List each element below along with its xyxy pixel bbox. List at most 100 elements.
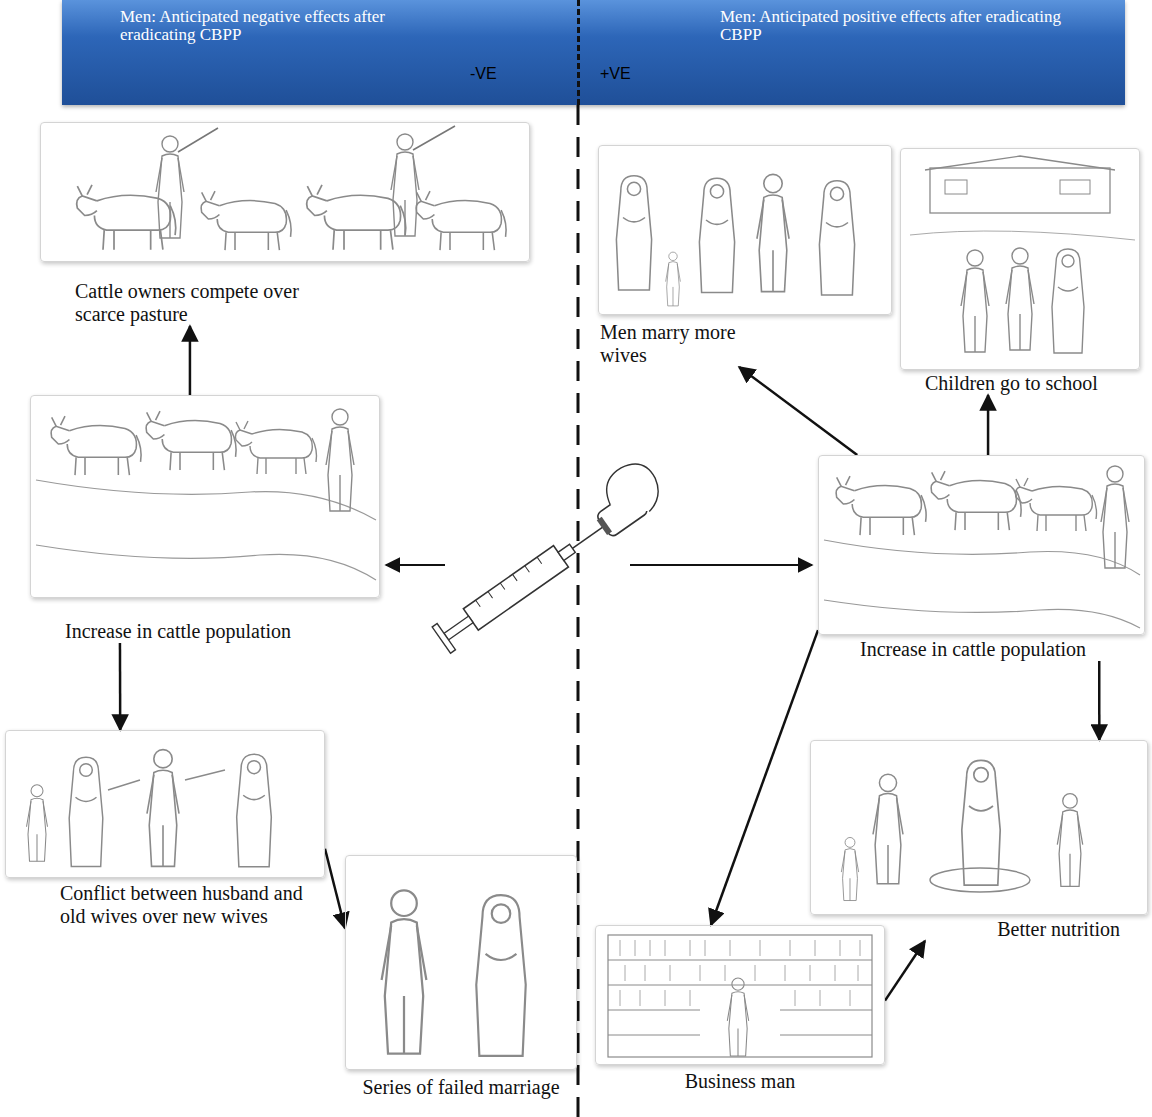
sketch-part: [558, 544, 575, 560]
sketch-part: [666, 252, 681, 306]
sketch-part: [307, 185, 406, 250]
sketch-part: [77, 185, 176, 250]
caption-text: Increase in cattle population: [65, 620, 295, 643]
flow-arrow: [1098, 661, 1101, 740]
sketch-part: [178, 126, 455, 152]
picture-node: Conflict between husband and old wives o…: [5, 730, 325, 928]
sketch-part: [201, 191, 291, 250]
sketch-part: [108, 770, 225, 790]
caption-text: Business man: [595, 1070, 885, 1093]
picture-frame: [598, 145, 892, 315]
sketch-part: [620, 940, 860, 1006]
sketch-part: [1006, 248, 1034, 350]
sketch-part: [146, 411, 236, 470]
school-sketch: [910, 156, 1135, 353]
sketch-part: [616, 176, 651, 290]
sketch-part: [699, 178, 734, 292]
couple-sketch: [382, 890, 526, 1055]
picture-node: Children go to school: [900, 148, 1140, 395]
flow-arrow: [189, 326, 192, 395]
sketch-part: [27, 785, 48, 862]
shop-sketch: [608, 935, 872, 1057]
cattle-sketch: [824, 466, 1140, 628]
sketch-part: [463, 546, 568, 630]
sketch-part: [608, 935, 872, 1057]
syringe-arrow: [630, 564, 812, 566]
picture-frame: [810, 740, 1148, 915]
picture-node: Men marry more wives: [598, 145, 892, 367]
caption-text: Children go to school: [925, 372, 1120, 395]
flow-arrow: [711, 630, 818, 925]
picture-node: Increase in cattle population: [30, 395, 380, 643]
sketch-part: [1052, 249, 1084, 353]
sketch-part: [432, 624, 455, 654]
picture-frame: [5, 730, 325, 878]
sketch-part: [1060, 180, 1090, 194]
band-heading: Men: Anticipated positive effects after …: [720, 8, 1090, 44]
sketch-part: [873, 774, 903, 883]
sketch-part: [444, 616, 473, 640]
caption-text: Cattle owners compete over scarce pastur…: [75, 280, 325, 326]
sketch-part: [945, 180, 967, 194]
sketch-part: [572, 525, 605, 548]
picture-frame: [900, 148, 1140, 370]
sketch-part: [69, 757, 103, 866]
sketch-part: [416, 191, 506, 250]
caption-text: Men marry more wives: [600, 321, 775, 367]
sketch-part: [1101, 466, 1129, 568]
band-heading: Men: Anticipated negative effects after …: [120, 8, 410, 44]
picture-node: Cattle owners compete over scarce pastur…: [40, 122, 530, 326]
caption-text: Conflict between husband and old wives o…: [60, 882, 325, 928]
caption-text: Series of failed marriage: [345, 1076, 577, 1099]
caption-text: Increase in cattle population: [860, 638, 1090, 661]
sketch-part: [931, 471, 1021, 530]
sketch-part: [51, 416, 141, 475]
flow-arrow: [325, 849, 345, 928]
sketch-part: [476, 895, 525, 1056]
side-sign: +VE: [600, 66, 631, 83]
divider-line: [577, 0, 580, 105]
sketch-part: [910, 231, 1135, 240]
sketch-part: [930, 168, 1110, 213]
sketch-part: [236, 421, 317, 474]
picture-node: Business man: [595, 925, 885, 1093]
sketch-part: [36, 480, 376, 520]
sketch-part: [1016, 478, 1097, 531]
sketch-part: [382, 890, 427, 1053]
sketch-part: [237, 754, 272, 867]
sketch-part: [925, 156, 1115, 170]
picture-frame: [818, 455, 1145, 635]
sketch-part: [597, 517, 612, 535]
flow-arrow: [739, 367, 857, 455]
picture-frame: [40, 122, 530, 262]
sketch-part: [930, 868, 1030, 892]
sketch-part: [608, 960, 872, 1035]
header-band: Men: Anticipated negative effects after …: [62, 0, 1125, 105]
syringe-symbol: [419, 455, 670, 653]
sketch-part: [819, 181, 854, 295]
picture-frame: [595, 925, 885, 1065]
caption-text: Better nutrition: [810, 918, 1148, 941]
conflict-sketch: [27, 750, 272, 867]
syringe-arrow: [386, 564, 445, 566]
side-sign: -VE: [470, 66, 497, 83]
sketch-part: [961, 250, 989, 352]
picture-frame: [345, 855, 577, 1070]
flow-arrow: [987, 395, 990, 455]
picture-frame: [30, 395, 380, 598]
sketch-part: [824, 540, 1140, 575]
compete-sketch: [77, 126, 506, 250]
picture-node: Increase in cattle population: [818, 455, 1145, 661]
picture-node: Better nutrition: [810, 740, 1148, 941]
picture-node: Series of failed marriage: [345, 855, 577, 1099]
sketch-part: [36, 545, 376, 580]
sketch-part: [836, 476, 926, 535]
sketch-part: [596, 455, 669, 528]
sketch-part: [1057, 794, 1082, 887]
sketch-part: [147, 750, 179, 867]
sketch-part: [326, 409, 354, 511]
sketch-part: [476, 557, 542, 607]
